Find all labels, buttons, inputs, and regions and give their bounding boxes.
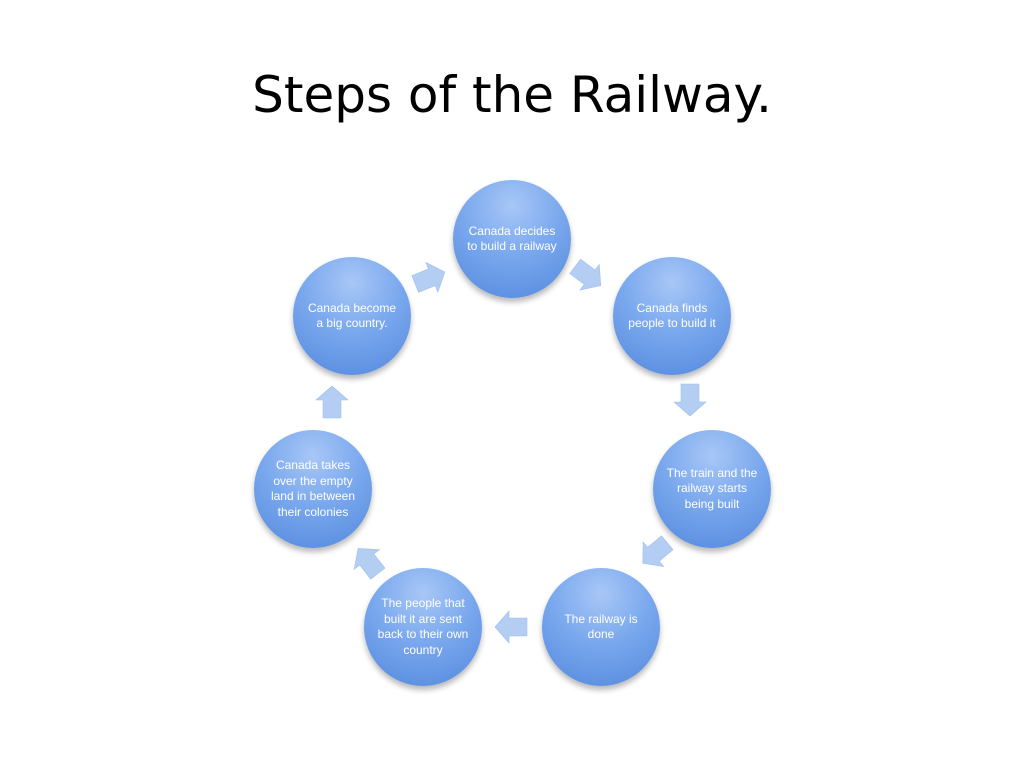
arrow-5-to-6 xyxy=(353,548,386,580)
cycle-node-7-label: Canada become a big country. xyxy=(307,300,397,331)
cycle-node-3-label: The train and the railway starts being b… xyxy=(666,465,758,511)
slide-title: Steps of the Railway. xyxy=(252,66,772,124)
cycle-node-6: Canada takes over the empty land in betw… xyxy=(254,430,372,548)
cycle-node-3: The train and the railway starts being b… xyxy=(653,430,771,548)
cycle-node-5: The people that built it are sent back t… xyxy=(364,568,482,686)
cycle-node-7: Canada become a big country. xyxy=(293,257,411,375)
cycle-node-1-label: Canada decides to build a railway xyxy=(467,223,557,254)
arrow-2-to-3 xyxy=(673,383,707,417)
cycle-node-5-label: The people that built it are sent back t… xyxy=(377,596,469,657)
arrow-7-to-1 xyxy=(411,261,446,293)
arrow-1-to-2 xyxy=(569,258,602,291)
arrow-6-to-7 xyxy=(315,385,349,419)
cycle-node-2-label: Canada finds people to build it xyxy=(628,300,716,331)
cycle-node-1: Canada decides to build a railway xyxy=(453,180,571,298)
cycle-node-6-label: Canada takes over the empty land in betw… xyxy=(270,458,356,519)
cycle-node-2: Canada finds people to build it xyxy=(613,257,731,375)
cycle-node-4: The railway is done xyxy=(542,568,660,686)
cycle-node-4-label: The railway is done xyxy=(564,611,638,642)
arrow-3-to-4 xyxy=(642,535,674,567)
arrow-4-to-5 xyxy=(494,610,528,644)
